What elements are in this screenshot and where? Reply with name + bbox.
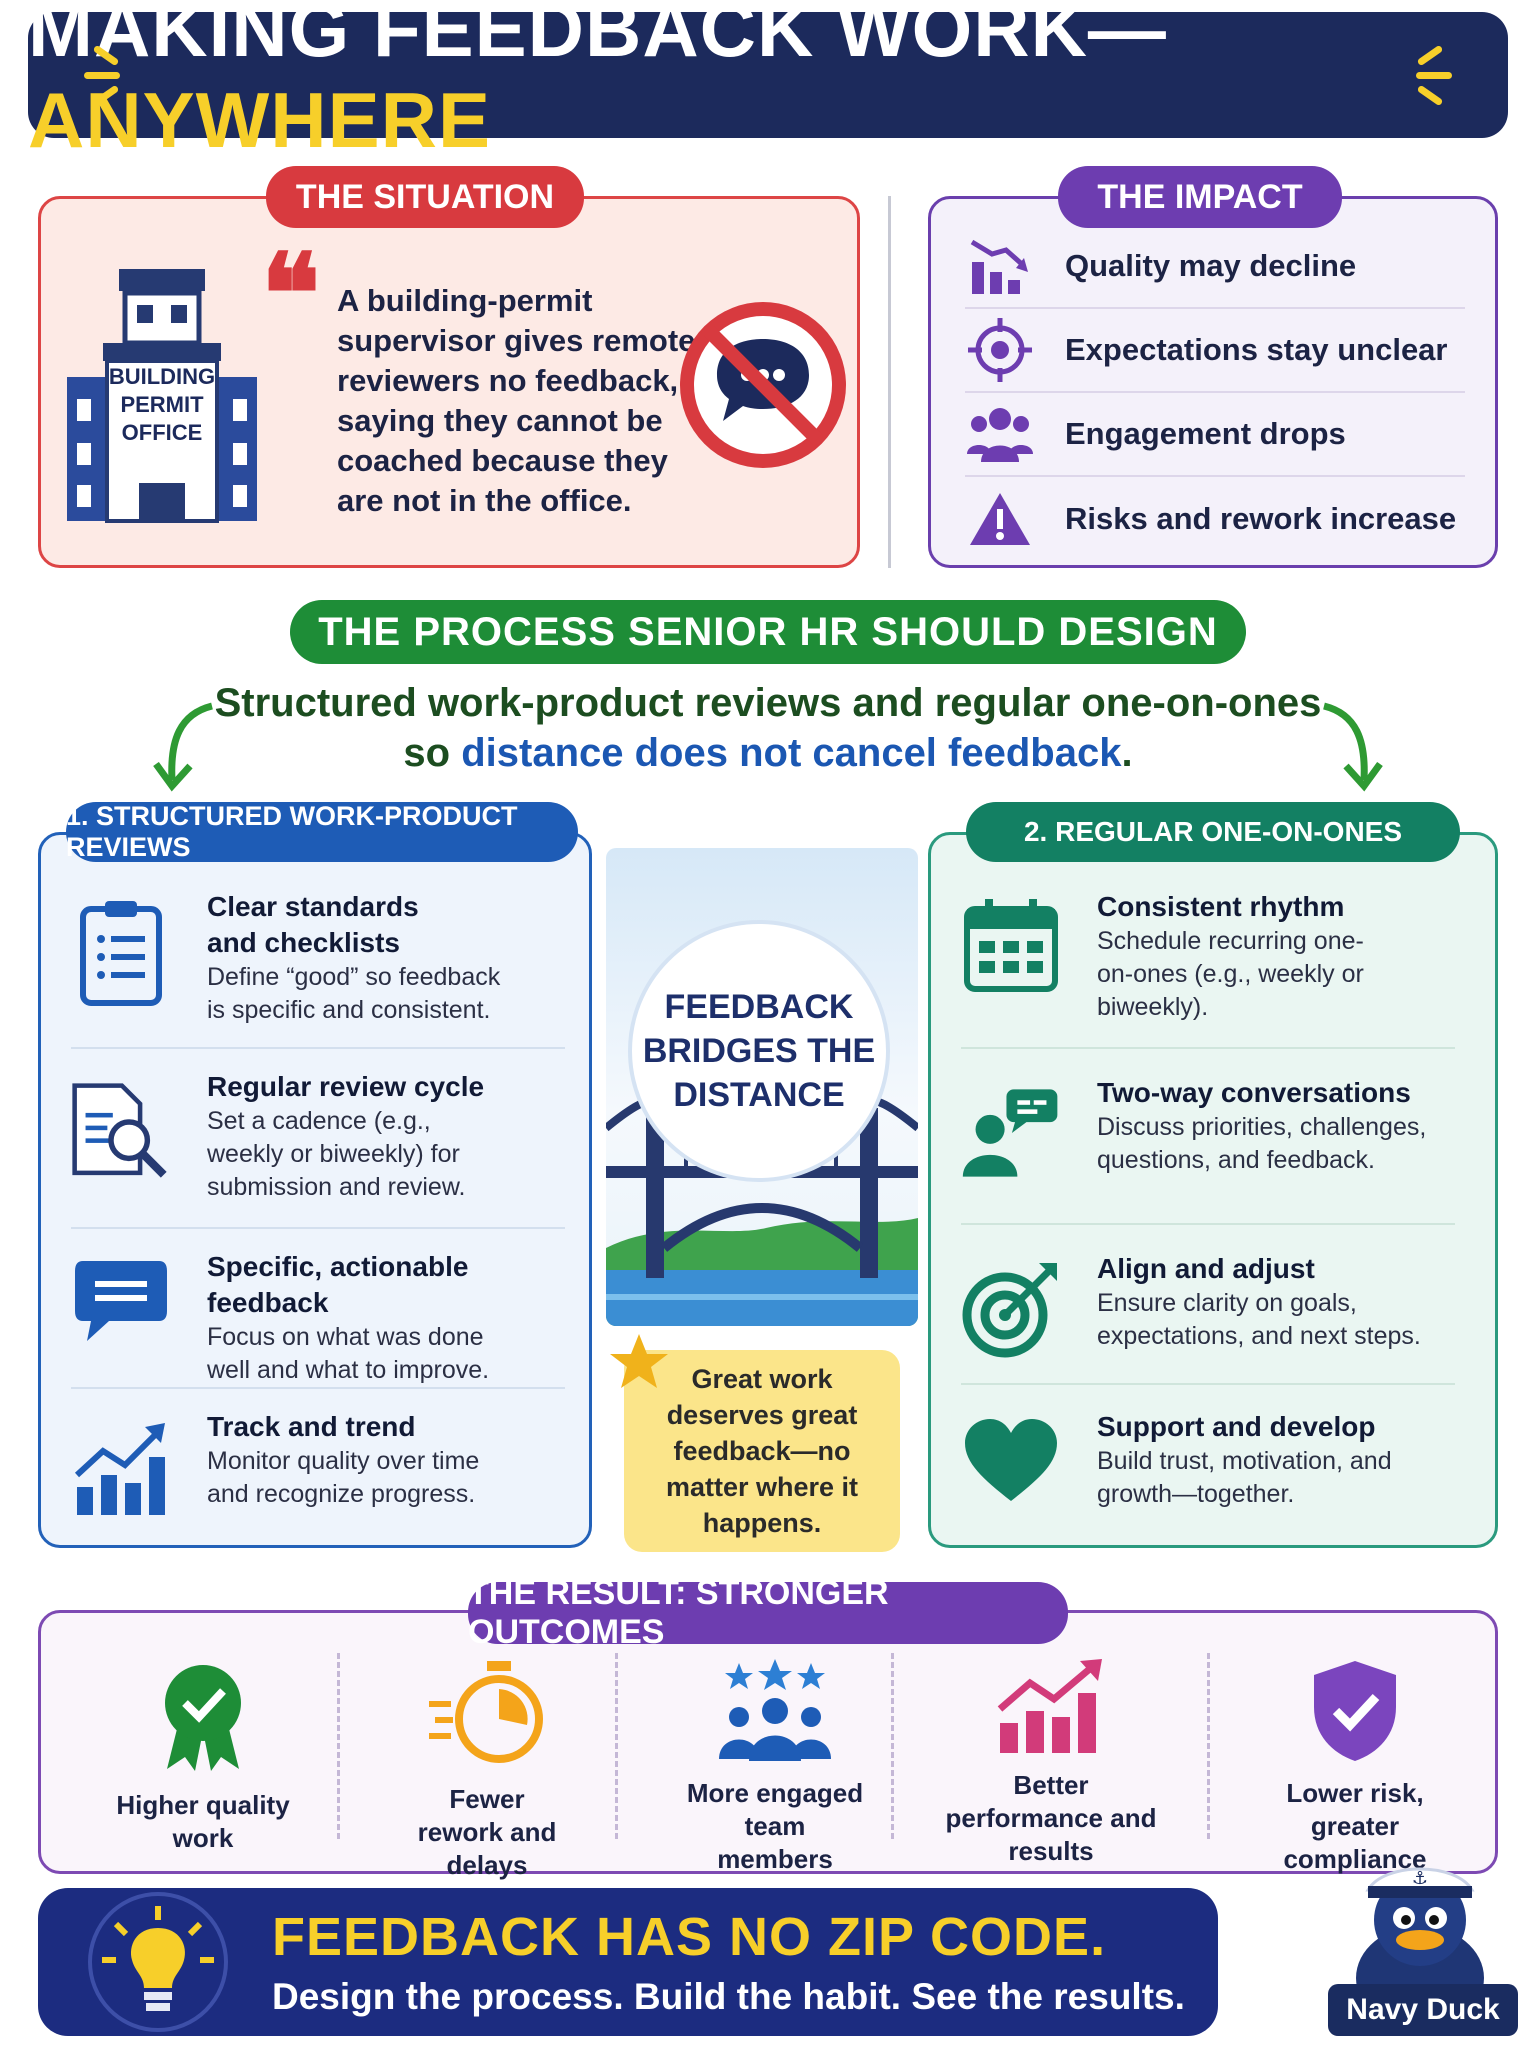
sparkle-right-icon: [1402, 44, 1458, 107]
shield-check-icon: [1314, 1661, 1396, 1761]
result-separator: [615, 1653, 618, 1839]
growth-chart-icon: [74, 1423, 165, 1515]
performance-chart-icon: [997, 1659, 1102, 1753]
award-ribbon-icon: [165, 1665, 241, 1771]
impact-item: Quality may decline: [965, 225, 1465, 309]
oneonone-item: Support and develop Build trust, motivat…: [961, 1385, 1455, 1525]
review-item: Specific, actionable feedback Focus on w…: [71, 1229, 565, 1389]
page-title: MAKING FEEDBACK WORK—ANYWHERE: [28, 0, 1167, 164]
heart-icon: [965, 1419, 1057, 1501]
group-icon: [967, 408, 1033, 462]
review-item: Track and trend Monitor quality over tim…: [71, 1389, 565, 1529]
review-item: Clear standards and checklists Define “g…: [71, 889, 565, 1049]
sparkle-left-icon: [78, 44, 134, 107]
building-permit-office-icon: [67, 269, 257, 523]
process-pill: THE PROCESS SENIOR HR SHOULD DESIGN: [290, 600, 1246, 664]
oneonone-item: Two-way conversations Discuss priorities…: [961, 1049, 1455, 1225]
calendar-icon: [964, 899, 1058, 992]
result-panel: Higher quality work Fewer rework and del…: [38, 1610, 1498, 1880]
quote-card: Great work deserves great feedback—no ma…: [624, 1350, 900, 1552]
impact-pill: THE IMPACT: [1058, 166, 1342, 228]
bridge-icon: [606, 1097, 918, 1326]
office-sign: BUILDING PERMIT OFFICE: [108, 364, 216, 445]
target-crosshair-icon: [968, 318, 1032, 382]
impact-item: Engagement drops: [965, 393, 1465, 477]
warning-icon: [970, 493, 1030, 545]
impact-panel: Quality may decline Expectations stay un…: [928, 196, 1498, 568]
situation-panel: BUILDING PERMIT OFFICE ❝ A building-perm…: [38, 196, 860, 568]
chat-bubble-icon: [75, 1261, 167, 1341]
impact-item: Risks and rework increase: [965, 477, 1465, 561]
result-pill: THE RESULT: STRONGER OUTCOMES: [468, 1574, 1068, 1651]
footer-banner: FEEDBACK HAS NO ZIP CODE. Design the pro…: [38, 1888, 1218, 2036]
bridge-caption: FEEDBACK BRIDGES THE DISTANCE: [628, 920, 890, 1182]
process-subtitle: Structured work-product reviews and regu…: [214, 681, 1322, 775]
impact-item: Expectations stay unclear: [965, 309, 1465, 393]
clipboard-checklist-icon: [80, 901, 162, 1006]
arrow-down-left-icon: [153, 702, 213, 792]
team-stars-icon: [719, 1659, 831, 1761]
result-item: More engaged team members: [655, 1659, 895, 1874]
oneonone-item: Align and adjust Ensure clarity on goals…: [961, 1225, 1455, 1385]
declining-chart-icon: [970, 239, 1028, 294]
document-search-icon: [72, 1083, 167, 1178]
panel-divider: [888, 196, 891, 568]
result-separator: [891, 1653, 894, 1839]
footer-headline: FEEDBACK HAS NO ZIP CODE.: [272, 1907, 1107, 1967]
star-icon: [610, 1334, 668, 1388]
oneonones-panel: Consistent rhythm Schedule recurring one…: [928, 832, 1498, 1548]
quote-mark-icon: ❝: [261, 229, 321, 358]
reviews-panel: Clear standards and checklists Define “g…: [38, 832, 592, 1548]
reviews-pill: 1. STRUCTURED WORK-PRODUCT REVIEWS: [66, 801, 578, 862]
result-separator: [337, 1653, 340, 1839]
oneonone-item: Consistent rhythm Schedule recurring one…: [961, 889, 1455, 1049]
result-item: Lower risk, greater compliance: [1225, 1659, 1485, 1874]
arrow-down-right-icon: [1323, 702, 1383, 792]
stopwatch-icon: [429, 1661, 543, 1763]
result-separator: [1207, 1653, 1210, 1839]
lightbulb-icon: [88, 1892, 228, 2032]
target-arrow-icon: [962, 1263, 1057, 1358]
brand-label: Navy Duck: [1328, 1984, 1518, 2036]
result-item: Better performance and results: [921, 1659, 1181, 1866]
result-item: Fewer rework and delays: [377, 1659, 597, 1880]
no-chat-icon: [680, 302, 846, 468]
footer-tagline: Design the process. Build the habit. See…: [272, 1976, 1185, 2017]
person-chat-icon: [962, 1089, 1058, 1177]
result-item: Higher quality work: [93, 1659, 313, 1859]
situation-pill: THE SITUATION: [266, 166, 584, 228]
header-banner: MAKING FEEDBACK WORK—ANYWHERE: [28, 0, 1508, 164]
situation-story: A building-permit supervisor gives remot…: [337, 283, 696, 518]
oneonones-pill: 2. REGULAR ONE-ON-ONES: [966, 802, 1460, 862]
svg-text:⚓: ⚓: [1412, 1868, 1428, 1889]
review-item: Regular review cycle Set a cadence (e.g.…: [71, 1049, 565, 1229]
